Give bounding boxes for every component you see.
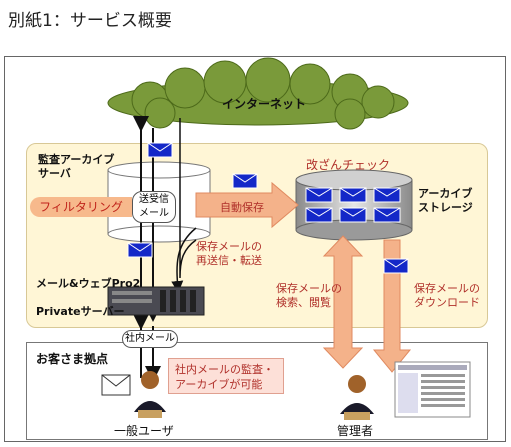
page-title: 別紙1：サービス概要 xyxy=(8,11,172,31)
tamper-check-label: 改ざんチェック xyxy=(306,158,391,172)
search-browse-label: 保存メールの 検索、閲覧 xyxy=(276,282,342,309)
private-server-box xyxy=(107,286,205,316)
download-label: 保存メールの ダウンロード xyxy=(414,282,480,309)
resend-transfer-label: 保存メールの 再送信・転送 xyxy=(196,240,262,267)
download-arrow xyxy=(372,239,412,373)
internal-mail-pill: 社内メール xyxy=(122,330,178,348)
internet-label: インターネット xyxy=(222,97,307,111)
general-user-label: 一般ユーザ xyxy=(114,424,174,438)
audit-note-box: 社内メールの監査・ アーカイブが可能 xyxy=(168,358,284,394)
general-user-figure xyxy=(101,371,166,418)
internet-cloud xyxy=(107,57,409,130)
auto-save-label: 自動保存 xyxy=(220,201,264,214)
customer-site-label: お客さま拠点 xyxy=(36,352,109,366)
administrator-label: 管理者 xyxy=(337,424,374,438)
archive-storage-cylinder xyxy=(295,169,413,241)
archive-storage-label: アーカイブ ストレージ xyxy=(418,187,473,214)
admin-screen-mockup xyxy=(394,361,471,418)
administrator-figure xyxy=(340,375,374,420)
filtering-label: フィルタリング xyxy=(30,197,132,217)
auto-save-arrow xyxy=(195,181,299,229)
archive-server-label: 監査アーカイブ サーバ xyxy=(38,153,115,180)
send-receive-mail-pill: 送受信 メール xyxy=(132,191,176,223)
mail-web-server-label: メール&ウェブPro2 Privateサーバー xyxy=(36,277,141,318)
search-browse-arrow xyxy=(322,235,364,369)
